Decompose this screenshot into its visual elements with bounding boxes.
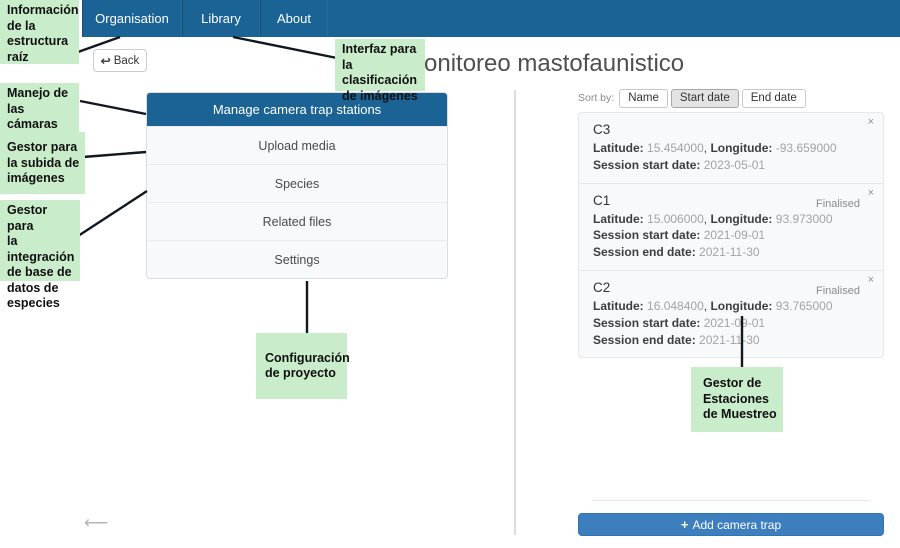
- annotation-line: [82, 150, 147, 159]
- annotation-stations-manager: Gestor de Estaciones de Muestreo: [691, 367, 783, 432]
- project-menu: Manage camera trap stations Upload media…: [146, 92, 448, 279]
- close-icon[interactable]: ×: [867, 273, 874, 286]
- nav-item-organisation[interactable]: Organisation: [82, 0, 182, 37]
- sort-button-end-date[interactable]: End date: [741, 88, 806, 108]
- station-session-end: Session end date: 2021-11-30: [593, 244, 869, 261]
- longitude-label: Longitude:: [710, 211, 773, 226]
- latitude-label: Latitude:: [593, 298, 644, 313]
- station-coordinates: Latitude: 15.454000, Longitude: -93.6590…: [593, 140, 869, 157]
- station-session-start: Session start date: 2021-09-01: [593, 315, 869, 332]
- annotation-species-database: Gestor para la integración de base de da…: [0, 200, 80, 310]
- back-button-label: Back: [113, 54, 140, 67]
- session-start-value: 2021-09-01: [703, 228, 766, 243]
- close-icon[interactable]: ×: [867, 186, 874, 199]
- comma: ,: [703, 211, 708, 226]
- column-divider: [514, 90, 516, 535]
- session-end-value: 2021-11-30: [699, 245, 760, 260]
- session-start-value: 2023-05-01: [703, 157, 766, 172]
- longitude-label: Longitude:: [710, 298, 773, 313]
- session-start-label: Session start date:: [593, 315, 701, 330]
- session-end-label: Session end date:: [593, 245, 696, 260]
- session-end-label: Session end date:: [593, 332, 696, 347]
- comma: ,: [703, 298, 708, 313]
- annotation-upload-manager: Gestor para la subida de imágenes: [0, 132, 85, 194]
- station-session-end: Session end date: 2021-11-30: [593, 332, 869, 349]
- station-name: C3: [593, 122, 611, 137]
- longitude-value: 93.973000: [775, 211, 833, 226]
- annotation-project-config: Configuración de proyecto: [256, 333, 350, 399]
- session-end-value: 2021-11-30: [699, 332, 760, 347]
- latitude-label: Latitude:: [593, 211, 644, 226]
- annotation-camera-management: Manejo de las cámaras trampa: [0, 83, 79, 147]
- stations-panel: × C3 Latitude: 15.454000, Longitude: -93…: [578, 112, 884, 359]
- sort-button-name[interactable]: Name: [619, 88, 668, 108]
- station-name: C1: [593, 192, 611, 208]
- status-badge: Finalised: [815, 197, 860, 210]
- menu-item-species[interactable]: Species: [147, 164, 447, 202]
- session-start-label: Session start date:: [593, 228, 701, 243]
- station-card-c3: × C3 Latitude: 15.454000, Longitude: -93…: [579, 113, 883, 183]
- sort-controls: Sort by: Name Start date End date: [578, 88, 806, 108]
- back-button[interactable]: ↩ Back: [93, 49, 147, 72]
- latitude-label: Latitude:: [593, 141, 644, 155]
- menu-item-upload-media[interactable]: Upload media: [147, 126, 447, 164]
- nav-item-about[interactable]: About: [260, 0, 328, 37]
- annotation-classification: Interfaz para la clasificación de imágen…: [335, 39, 425, 103]
- latitude-value: 15.006000: [647, 211, 704, 226]
- annotation-line: [77, 189, 148, 238]
- station-name: C2: [593, 279, 611, 295]
- station-card-c2: × Finalised C2 Latitude: 16.048400, Long…: [579, 269, 883, 357]
- add-camera-trap-button[interactable]: + Add camera trap: [578, 513, 884, 536]
- annotation-line: [79, 99, 147, 116]
- latitude-value: 15.454000: [647, 141, 704, 155]
- longitude-label: Longitude:: [710, 141, 773, 155]
- station-session-start: Session start date: 2023-05-01: [593, 157, 869, 174]
- longitude-value: 93.765000: [775, 298, 833, 313]
- annotation-line: [232, 35, 338, 60]
- station-session-start: Session start date: 2021-09-01: [593, 227, 869, 244]
- comma: ,: [703, 141, 708, 155]
- session-start-label: Session start date:: [593, 157, 701, 172]
- plus-icon: +: [680, 517, 689, 532]
- session-start-value: 2021-09-01: [703, 315, 766, 330]
- status-badge: Finalised: [815, 284, 860, 297]
- menu-item-settings[interactable]: Settings: [147, 240, 447, 278]
- sort-by-label: Sort by:: [578, 92, 615, 104]
- back-arrow-icon: ↩: [100, 53, 111, 68]
- annotation-root-info: Información de la estructura raíz: [0, 0, 79, 64]
- station-card-c1: × Finalised C1 Latitude: 15.006000, Long…: [579, 182, 883, 270]
- station-coordinates: Latitude: 15.006000, Longitude: 93.97300…: [593, 211, 869, 228]
- panel-footer-divider: [592, 500, 870, 501]
- previous-page-arrow-icon[interactable]: ⟵: [84, 513, 108, 532]
- station-coordinates: Latitude: 16.048400, Longitude: 93.76500…: [593, 298, 869, 315]
- page-title: Monitoreo mastofaunistico: [404, 50, 685, 77]
- menu-item-manage-stations[interactable]: Manage camera trap stations: [147, 93, 447, 126]
- add-camera-trap-label: Add camera trap: [692, 517, 782, 532]
- nav-item-library[interactable]: Library: [182, 0, 260, 37]
- latitude-value: 16.048400: [647, 298, 704, 313]
- longitude-value: -93.659000: [775, 141, 837, 155]
- close-icon[interactable]: ×: [867, 116, 874, 128]
- sort-button-start-date[interactable]: Start date: [670, 88, 739, 108]
- menu-item-related-files[interactable]: Related files: [147, 202, 447, 240]
- top-navbar: Organisation Library About: [82, 0, 900, 37]
